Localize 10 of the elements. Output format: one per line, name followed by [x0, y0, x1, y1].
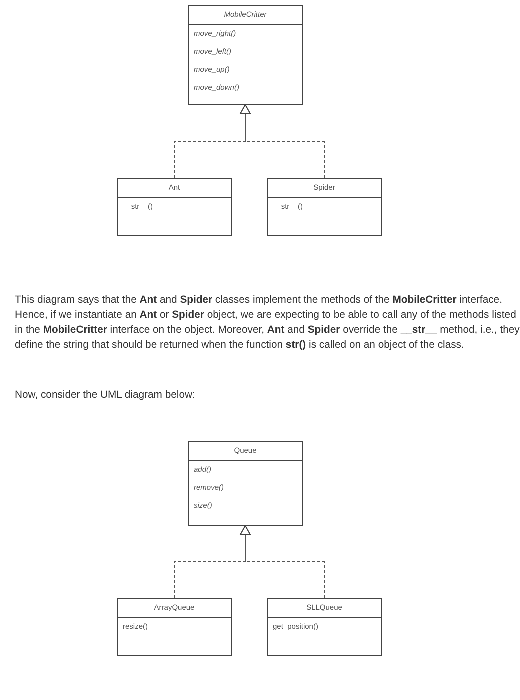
class-box	[188, 441, 303, 526]
class-box	[267, 178, 382, 236]
class-box	[117, 178, 232, 236]
class-box	[188, 5, 303, 105]
realization-arrow	[240, 104, 325, 178]
class-box	[267, 598, 382, 656]
class-box	[117, 598, 232, 656]
realization-arrow	[240, 526, 325, 598]
paragraph: This diagram says that the Ant and Spider classes implement the methods of the MobileCritter interface. Hence, if we instantiate an Ant or Spider object, we are expecting to be able to call any of the methods listed in the MobileCritter interface on the object. Moreover, Ant and Spider override the __str__ method, i.e., they define the string that should be returned when the function str() is called on an object of the class.	[15, 294, 520, 353]
paragraph: Now, consider the UML diagram below:	[15, 389, 196, 403]
